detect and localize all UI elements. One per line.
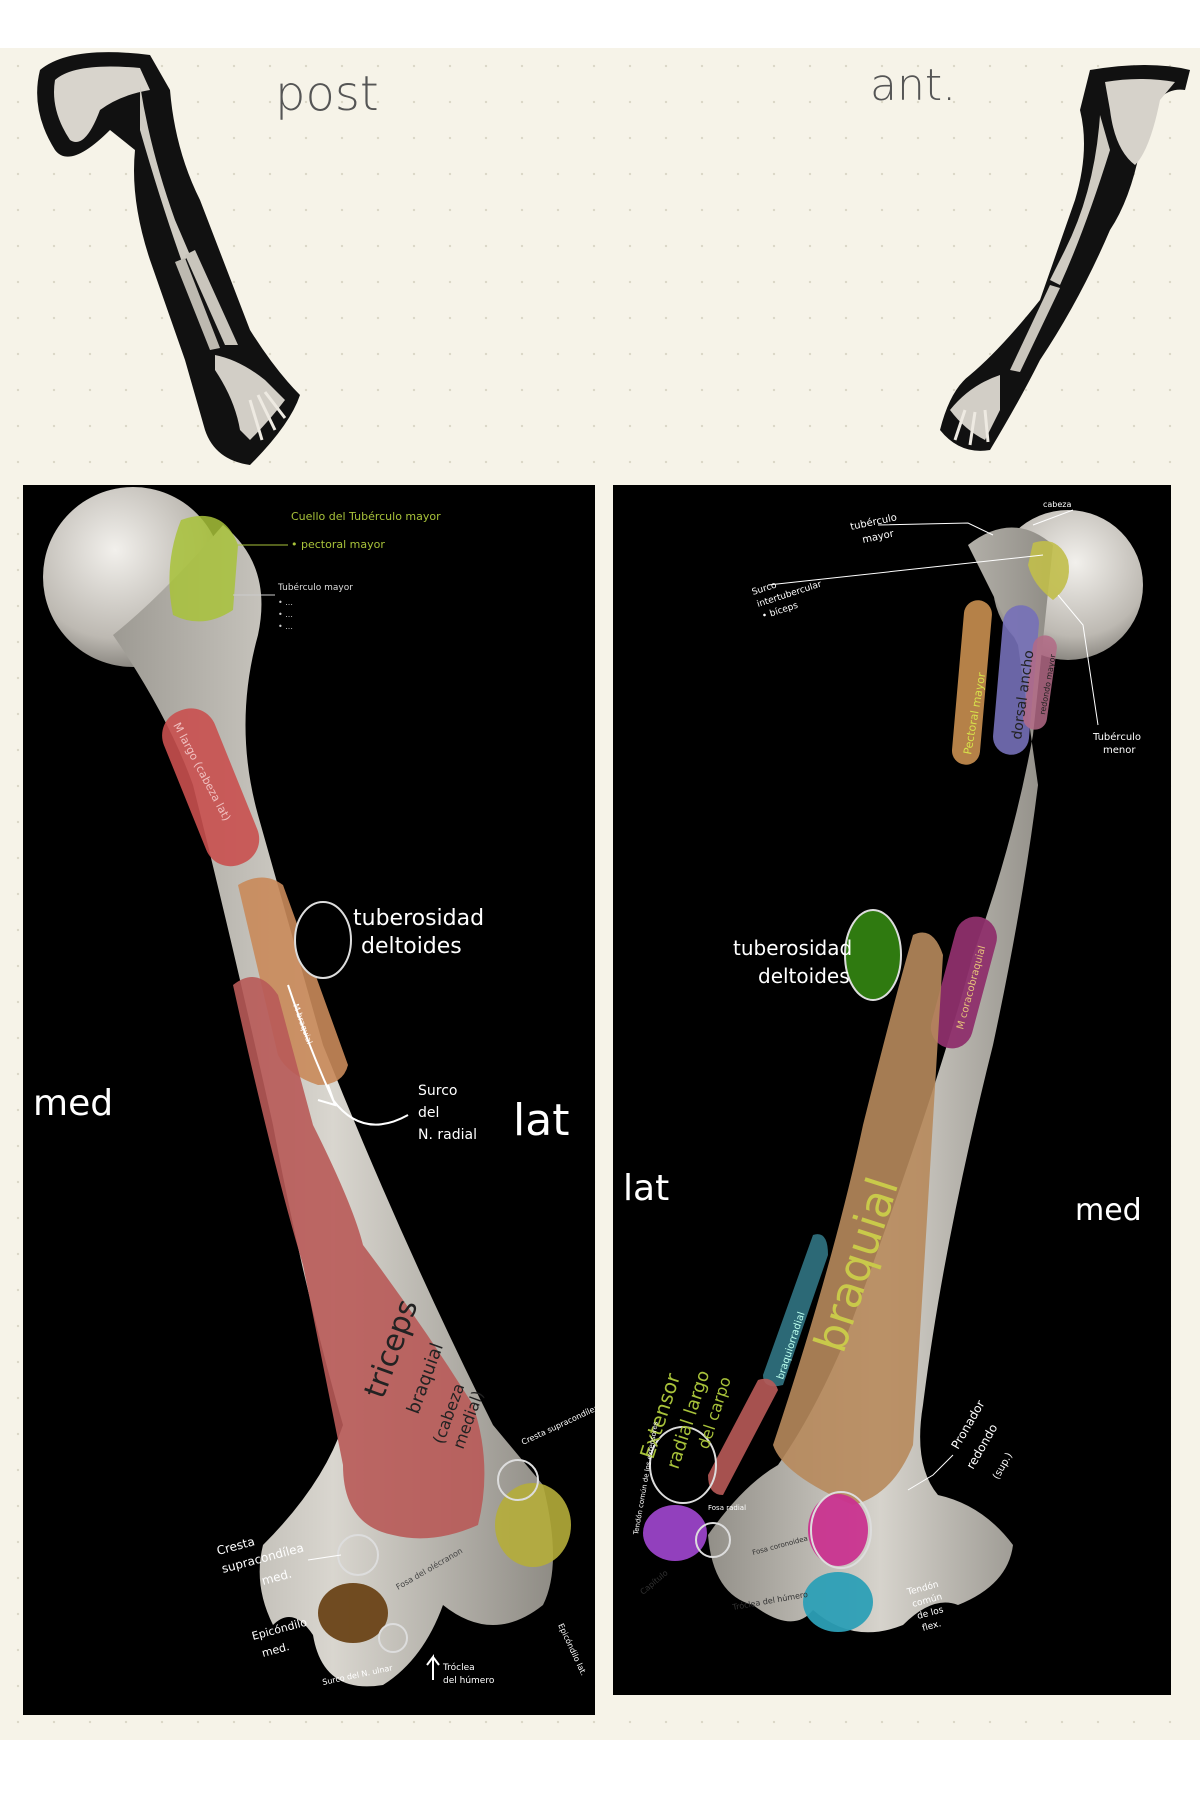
medial-side-label: med bbox=[1075, 1193, 1142, 1228]
lesser-tubercle-label-1: Tubérculo bbox=[1092, 731, 1141, 743]
radial-groove-label-2: del bbox=[418, 1105, 439, 1121]
trochlea-label-2: del húmero bbox=[443, 1676, 495, 1686]
deltoid-tuberosity-label-1: tuberosidad bbox=[733, 936, 852, 960]
lateral-side-label: lat bbox=[513, 1095, 569, 1146]
greater-tubercle-label: Tubérculo mayor bbox=[277, 582, 353, 593]
coracobrachialis-attachment bbox=[930, 916, 997, 1049]
common-flexor-label-4: flex. bbox=[921, 1619, 942, 1634]
pronator-label-3: (sup.) bbox=[991, 1451, 1015, 1482]
head-label: cabeza bbox=[1043, 500, 1072, 509]
lateral-crest-label: Cresta supracondílea lat. bbox=[520, 1396, 595, 1446]
header-illustrations: post ant. bbox=[37, 52, 1190, 466]
anterior-humerus-panel: cabeza tubérculo mayor Surco intertuberc… bbox=[613, 485, 1171, 1695]
anterior-view-label: ant. bbox=[870, 60, 956, 111]
neck-greater-tubercle-label: Cuello del Tubérculo mayor bbox=[291, 510, 441, 523]
ecrl-marker bbox=[649, 1426, 717, 1504]
deltoid-tuberosity-label-2: deltoides bbox=[361, 934, 462, 959]
posterior-view-label: post bbox=[275, 66, 379, 122]
lesser-tubercle-label-2: menor bbox=[1103, 745, 1136, 756]
greater-tubercle-note-3: • ... bbox=[278, 622, 293, 631]
radial-fossa-label: Fosa radial bbox=[708, 1504, 746, 1512]
triceps-long-head-attachment bbox=[162, 708, 260, 867]
arm-skeleton-posterior-illustration bbox=[37, 52, 301, 466]
greater-tubercle-attachment bbox=[169, 515, 238, 622]
pectoral-major-attachment bbox=[951, 600, 992, 765]
ecrl-attachment bbox=[708, 1378, 778, 1495]
greater-tubercle-label-2: mayor bbox=[861, 528, 895, 546]
deltoid-brachial-attachment bbox=[238, 877, 348, 1085]
pronator-marker bbox=[810, 1491, 872, 1569]
radial-fossa-marker bbox=[695, 1522, 731, 1558]
lateral-epicondyle-label: Epicóndilo lat. bbox=[556, 1622, 589, 1677]
deltoid-tuberosity-label-1: tuberosidad bbox=[353, 906, 484, 931]
trochlea-label-1: Tróclea bbox=[442, 1662, 475, 1673]
arm-skeleton-anterior-illustration bbox=[940, 65, 1190, 451]
anterior-humerus-diagram: cabeza tubérculo mayor Surco intertuberc… bbox=[623, 500, 1143, 1634]
brachioradialis-attachment bbox=[763, 1234, 828, 1387]
pronator-teres-attachment bbox=[808, 1494, 868, 1566]
greater-tubercle-note-1: • ... bbox=[278, 598, 293, 607]
common-extensor-attachment bbox=[643, 1505, 707, 1561]
pectoral-major-label: • pectoral mayor bbox=[291, 538, 385, 551]
posterior-humerus-diagram: Cuello del Tubérculo mayor • pectoral ma… bbox=[33, 487, 595, 1687]
triceps-medial-head-attachment bbox=[233, 977, 485, 1539]
deltoid-tuberosity-marker bbox=[294, 901, 352, 979]
deltoid-tuberosity-label-2: deltoides bbox=[758, 964, 850, 988]
common-flexor-attachment bbox=[803, 1572, 873, 1632]
radial-groove-label-3: N. radial bbox=[418, 1127, 477, 1143]
deltoid-tuberosity-marker bbox=[844, 909, 902, 1001]
medial-epicondyle-label-2: med. bbox=[260, 1640, 290, 1660]
lateral-crest-marker bbox=[497, 1459, 539, 1501]
lateral-epicondyle-attachment bbox=[495, 1483, 571, 1567]
teres-major-attachment bbox=[1022, 635, 1057, 730]
brachialis-attachment bbox=[773, 932, 943, 1505]
lateral-side-label: lat bbox=[623, 1168, 669, 1209]
ulnar-groove-marker bbox=[378, 1623, 408, 1653]
medial-side-label: med bbox=[33, 1083, 113, 1124]
capitulum-label: Capítulo bbox=[639, 1568, 670, 1596]
posterior-humerus-panel: Cuello del Tubérculo mayor • pectoral ma… bbox=[23, 485, 595, 1715]
medial-epicondyle-attachment bbox=[318, 1583, 388, 1643]
greater-tubercle-note-2: • ... bbox=[278, 610, 293, 619]
radial-groove-label-1: Surco bbox=[418, 1083, 457, 1099]
